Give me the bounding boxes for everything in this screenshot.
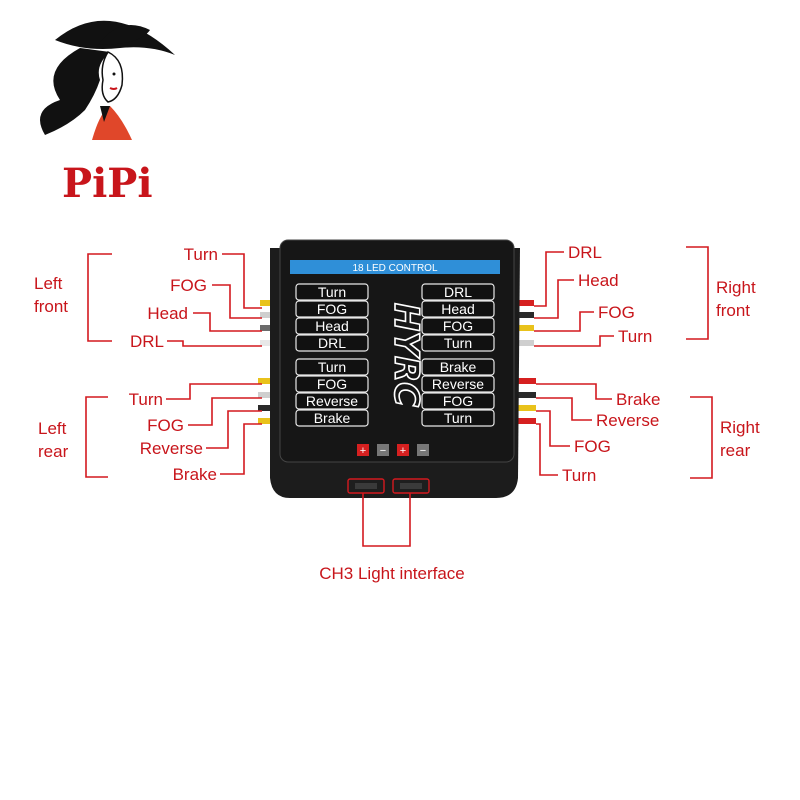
right-front-turn-label: Turn — [618, 327, 652, 346]
left-rear-title-1: Left — [38, 419, 67, 438]
left-channel-head: Head — [315, 318, 348, 334]
right-channel-turn-front: Turn — [444, 335, 472, 351]
left-front-title-2: front — [34, 297, 68, 316]
right-front-head-label: Head — [578, 271, 619, 290]
right-front-title-2: front — [716, 301, 750, 320]
minus-mark-1: − — [380, 445, 386, 457]
polarity-marks: + − + − — [357, 444, 429, 457]
right-channel-head: Head — [441, 301, 474, 317]
callout-lines — [85, 246, 713, 547]
right-rear-title-1: Right — [720, 418, 760, 437]
ch3-light-interface-label: CH3 Light interface — [319, 564, 465, 583]
title-bar — [290, 260, 500, 274]
plus-mark-1: + — [360, 445, 366, 457]
left-front-title-1: Left — [34, 274, 63, 293]
left-channel-turn-front: Turn — [318, 284, 346, 300]
left-channel-reverse: Reverse — [306, 393, 358, 409]
left-channel-turn-rear: Turn — [318, 359, 346, 375]
brand-logo: PiPi — [40, 20, 175, 207]
brand-logo-hyrc: HYRC — [386, 303, 426, 407]
right-front-drl-label: DRL — [568, 243, 602, 262]
ch3-ports — [347, 478, 430, 494]
left-rear-brake-label: Brake — [173, 465, 217, 484]
right-rear-brake-label: Brake — [616, 390, 660, 409]
right-front-title-1: Right — [716, 278, 756, 297]
left-front-turn-label: Turn — [184, 245, 218, 264]
left-channel-fog-front: FOG — [317, 301, 347, 317]
left-channel-labels: Turn FOG Head DRL Turn FOG Reverse Brake — [295, 283, 369, 427]
plus-mark-2: + — [400, 445, 406, 457]
left-rear-turn-label: Turn — [129, 390, 163, 409]
left-channel-brake: Brake — [314, 410, 351, 426]
right-channel-drl: DRL — [444, 284, 472, 300]
brand-name: PiPi — [62, 160, 153, 207]
left-rear-fog-label: FOG — [147, 416, 184, 435]
controller-title: 18 LED CONTROL — [352, 263, 437, 274]
right-rear-labels: Right rear Brake Reverse FOG Turn — [562, 390, 760, 485]
left-channel-drl: DRL — [318, 335, 346, 351]
left-front-labels: Left front Turn FOG Head DRL — [34, 245, 218, 351]
right-rear-title-2: rear — [720, 441, 751, 460]
left-front-drl-label: DRL — [130, 332, 164, 351]
right-front-fog-label: FOG — [598, 303, 635, 322]
left-front-fog-label: FOG — [170, 276, 207, 295]
right-channel-fog-rear: FOG — [443, 393, 473, 409]
left-rear-labels: Left rear Turn FOG Reverse Brake — [38, 390, 217, 484]
right-channel-turn-rear: Turn — [444, 410, 472, 426]
led-controller: 18 LED CONTROL Turn FOG Head DRL Turn FO… — [270, 239, 520, 498]
minus-mark-2: − — [420, 445, 426, 457]
right-rear-turn-label: Turn — [562, 466, 596, 485]
left-channel-fog-rear: FOG — [317, 376, 347, 392]
right-channel-reverse: Reverse — [432, 376, 484, 392]
left-front-head-label: Head — [147, 304, 188, 323]
right-channel-labels: DRL Head FOG Turn Brake Reverse FOG Turn — [421, 283, 495, 427]
right-channel-brake: Brake — [440, 359, 477, 375]
right-channel-fog-front: FOG — [443, 318, 473, 334]
right-rear-fog-label: FOG — [574, 437, 611, 456]
right-front-labels: Right front DRL Head FOG Turn — [568, 243, 756, 346]
left-rear-reverse-label: Reverse — [140, 439, 203, 458]
left-rear-title-2: rear — [38, 442, 69, 461]
right-rear-reverse-label: Reverse — [596, 411, 659, 430]
